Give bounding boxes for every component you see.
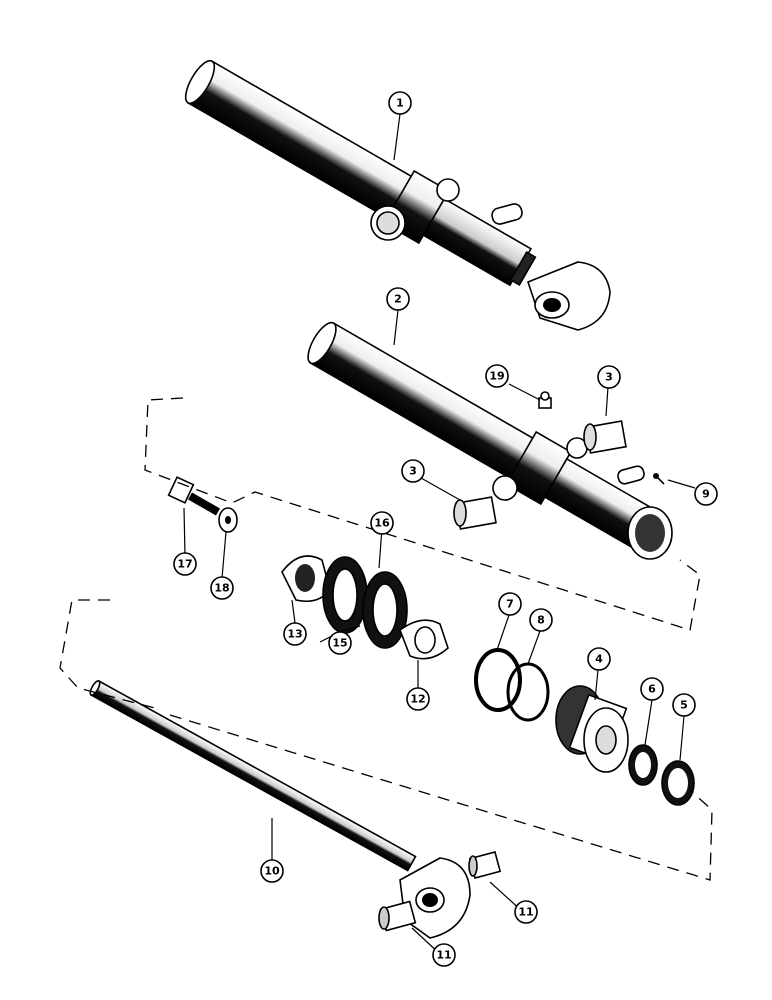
callout-16-label: 16	[374, 517, 390, 530]
callout-13: 13	[283, 622, 307, 646]
callout-2: 2	[386, 287, 410, 311]
callout-8: 8	[529, 608, 553, 632]
rod-clevis	[399, 857, 471, 939]
piston-seal-assembly	[322, 556, 408, 649]
bushing-upper	[583, 420, 627, 454]
o-ring	[474, 648, 522, 712]
set-screw	[653, 473, 665, 485]
callout-18-label: 18	[214, 582, 229, 595]
callout-5: 5	[672, 693, 696, 717]
callout-3-upper: 3	[597, 365, 621, 389]
callout-4-label: 4	[595, 653, 603, 666]
assembly-boundary-upper	[144, 397, 701, 631]
callout-17: 17	[173, 552, 197, 576]
cylinder-tube	[307, 321, 673, 560]
callout-4: 4	[587, 647, 611, 671]
piston-rod	[89, 679, 471, 939]
callout-2-label: 2	[394, 293, 402, 306]
callout-6: 6	[640, 677, 664, 701]
callout-17-label: 17	[177, 558, 192, 571]
callout-7: 7	[498, 592, 522, 616]
callout-9: 9	[694, 482, 718, 506]
rod-bushing-left	[378, 900, 417, 932]
grease-fitting	[538, 391, 552, 409]
piston-head	[281, 555, 331, 603]
callout-16: 16	[370, 511, 394, 535]
callout-10: 10	[260, 859, 284, 883]
callout-19: 19	[485, 364, 509, 388]
callout-5-label: 5	[680, 699, 688, 712]
callout-11-right-label: 11	[518, 906, 533, 919]
rod-bushing-right	[468, 850, 502, 880]
rod-seal	[628, 744, 658, 786]
callout-13-label: 13	[287, 628, 302, 641]
callout-3-upper-label: 3	[605, 371, 613, 384]
callout-19-label: 19	[489, 370, 504, 383]
callout-12: 12	[406, 687, 430, 711]
callout-15-label: 15	[332, 637, 347, 650]
backup-ring	[506, 662, 550, 722]
callout-9-label: 9	[702, 488, 710, 501]
callout-1: 1	[388, 91, 412, 115]
assembly-boundary-lower	[59, 599, 713, 881]
callout-15: 15	[328, 631, 352, 655]
callout-7-label: 7	[506, 598, 514, 611]
callout-11-left: 11	[432, 943, 456, 967]
callout-3-lower: 3	[401, 459, 425, 483]
callout-3-lower-label: 3	[409, 465, 417, 478]
rod-eye-end	[527, 261, 611, 331]
piston-retainer	[399, 619, 449, 660]
callout-18: 18	[210, 576, 234, 600]
callout-8-label: 8	[537, 614, 545, 627]
callout-11-right: 11	[514, 900, 538, 924]
callout-11-left-label: 11	[436, 949, 451, 962]
callout-12-label: 12	[410, 693, 425, 706]
washer	[218, 507, 238, 533]
callout-1-label: 1	[396, 97, 404, 110]
bushing-lower	[453, 496, 497, 530]
gland	[555, 685, 629, 773]
callout-6-label: 6	[648, 683, 656, 696]
wiper-seal	[661, 760, 695, 806]
bolt	[167, 476, 220, 516]
callout-10-label: 10	[264, 865, 280, 878]
cylinder-assembly	[184, 59, 611, 331]
